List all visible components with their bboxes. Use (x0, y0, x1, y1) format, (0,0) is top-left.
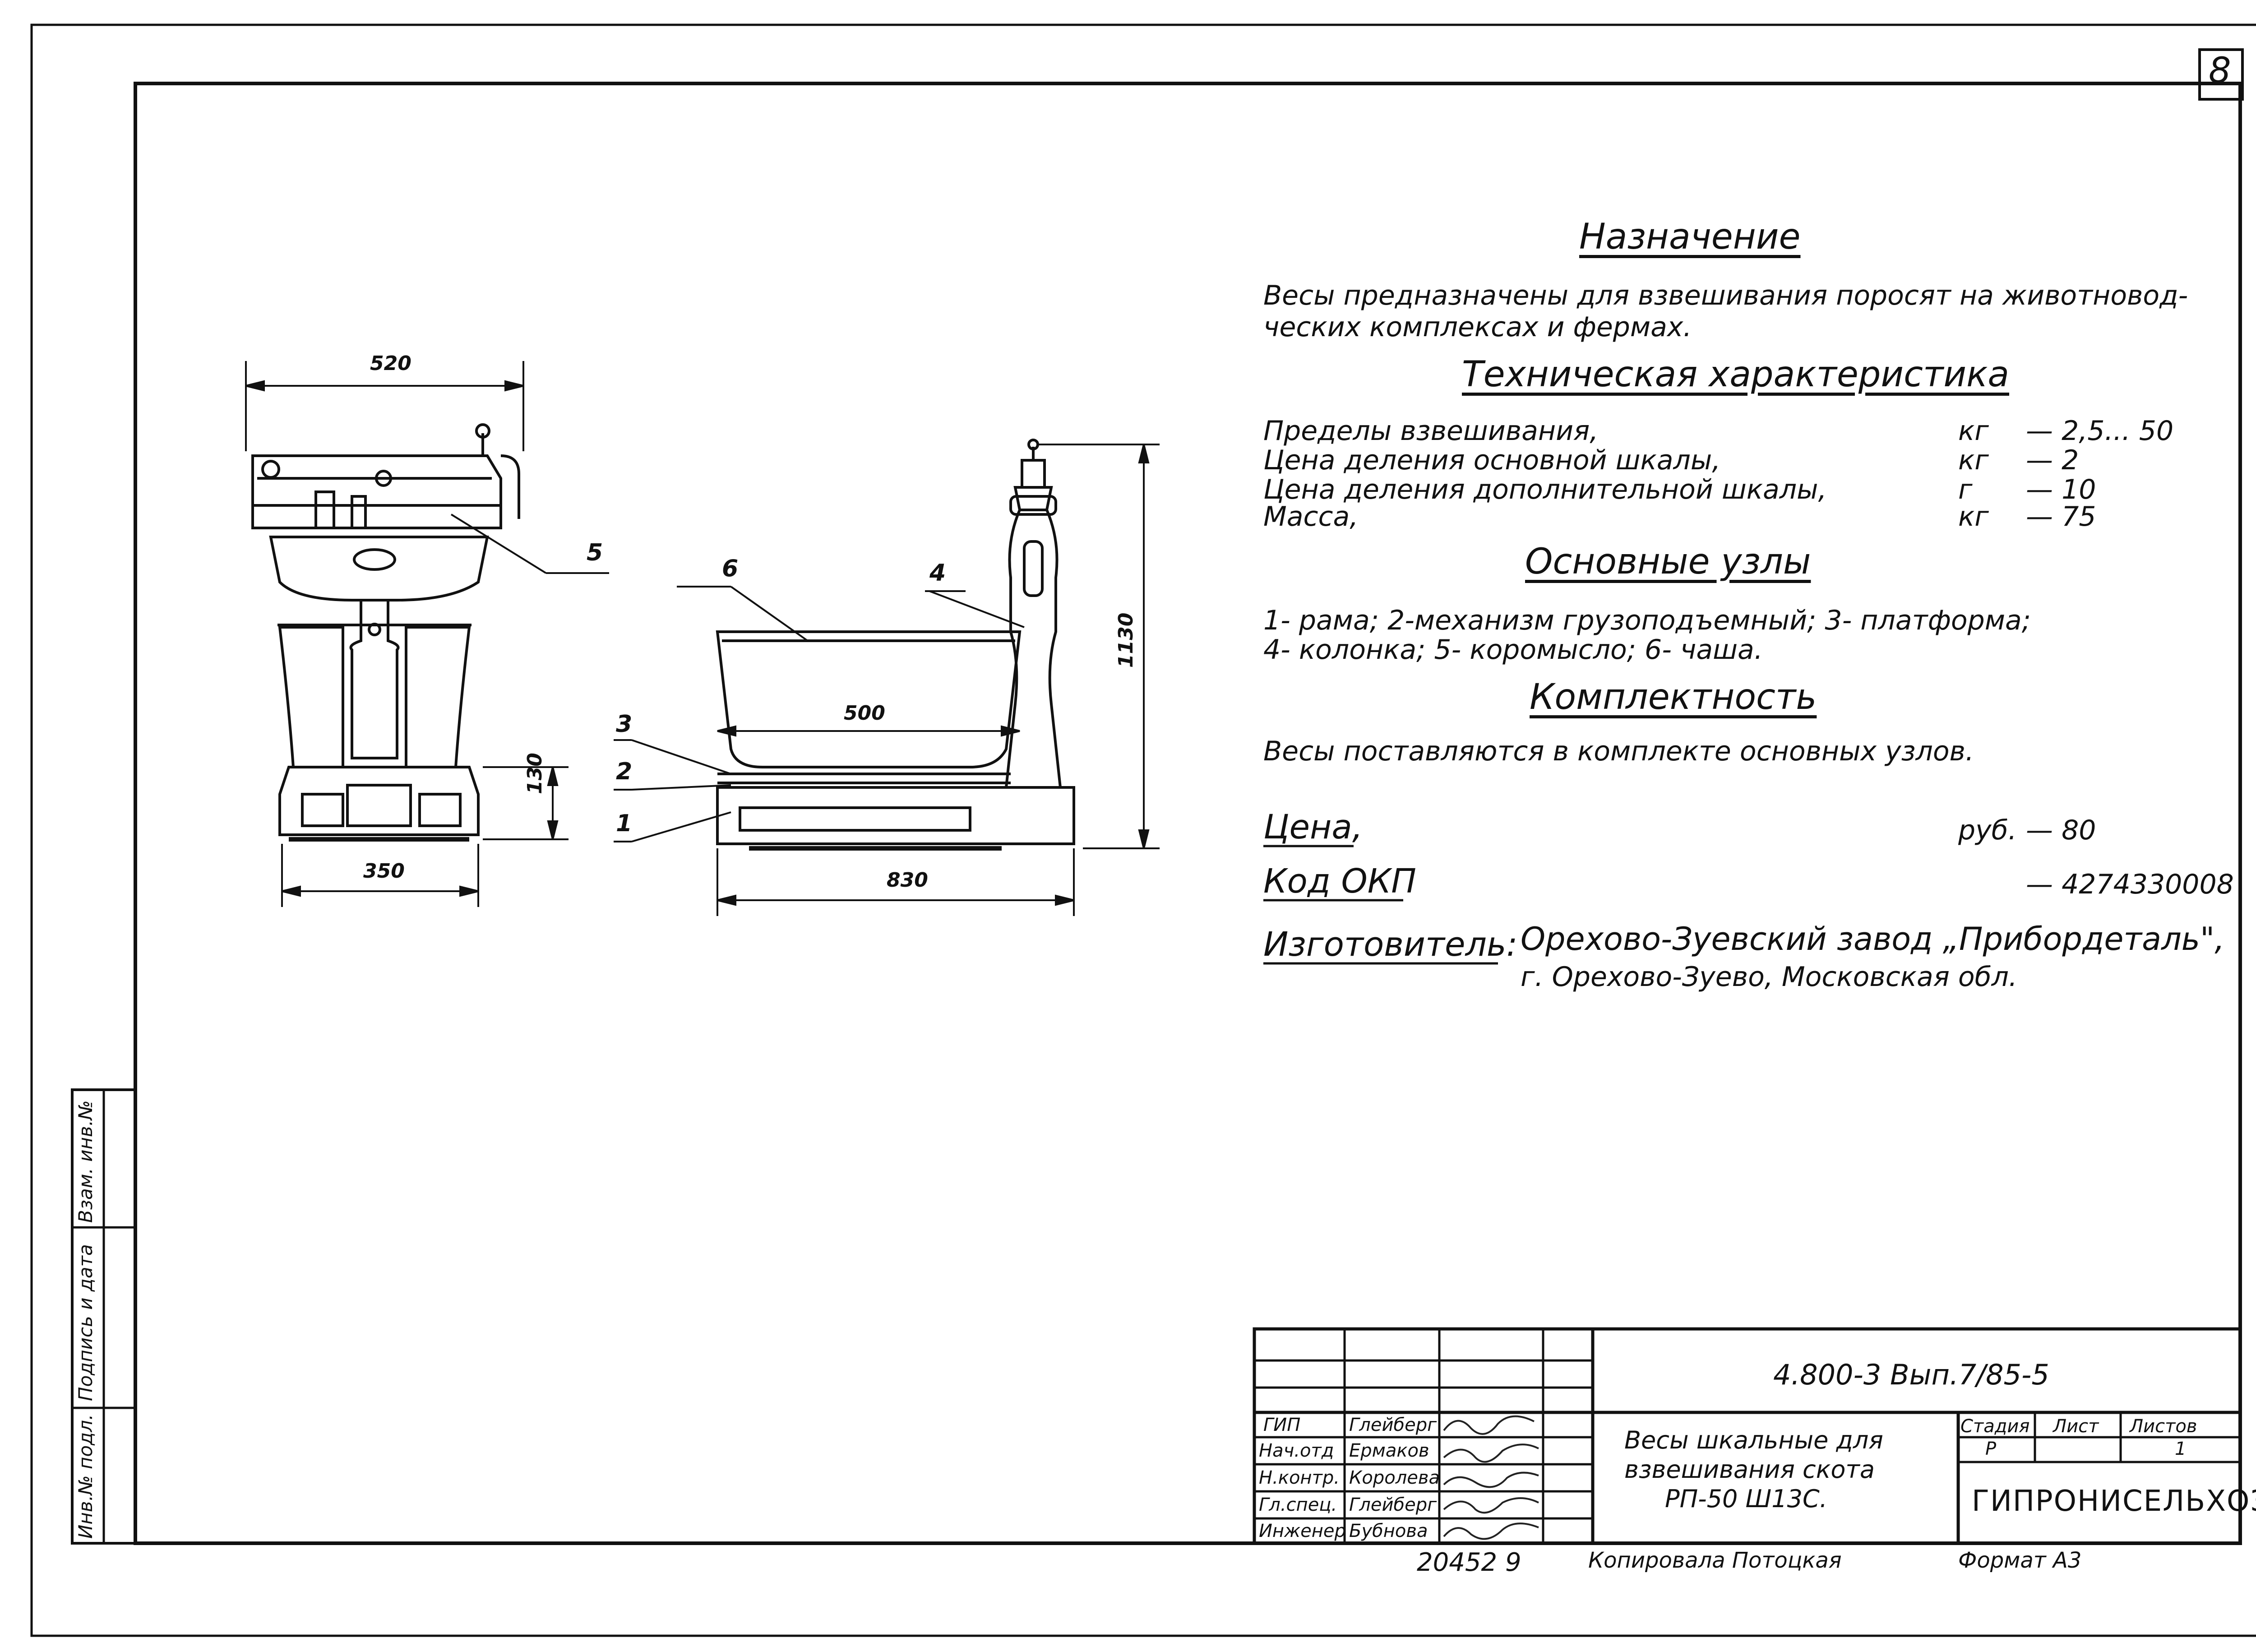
callout-3: 3 (616, 711, 633, 738)
side-stamp-sign-date: Подпись и дата (74, 1244, 97, 1401)
signature-marks (1443, 1415, 1539, 1540)
stage-label: Стадия (1960, 1416, 2030, 1437)
price-label: Цена, (1263, 808, 1363, 847)
dim-base-height: 130 (523, 753, 546, 794)
side-stamp-swap-inv: Взам. инв.№ (74, 1100, 97, 1223)
signer-role: ГИП (1263, 1415, 1301, 1435)
sheets-value: 1 (2175, 1439, 2187, 1459)
sheet-format: Формат А3 (1958, 1548, 2082, 1573)
purpose-line-2: ческих комплексах и фермах. (1263, 311, 1692, 343)
signer-role: Н.контр. (1259, 1467, 1340, 1488)
inner-border (134, 82, 2242, 1545)
outer-border (30, 23, 2256, 1637)
completeness-heading: Комплектность (1530, 677, 1817, 717)
callout-4: 4 (929, 560, 946, 587)
maker-line-1: Орехово-Зуевский завод „Прибордеталь", (1521, 921, 2225, 958)
front-view (251, 423, 609, 842)
spec-value: — 2 (2026, 444, 2079, 476)
dim-total-length: 830 (887, 869, 928, 892)
signer-role: Нач.отд (1259, 1440, 1334, 1461)
side-dimension-lines (717, 444, 1160, 916)
spec-label: Пределы взвешивания, (1263, 415, 1599, 447)
sheet-number: 8 (2209, 51, 2231, 91)
sheet-label: Лист (2053, 1416, 2099, 1437)
units-line-2: 4- колонка; 5- коромысло; 6- чаша. (1263, 634, 1763, 666)
title-block-grid (1253, 1327, 2242, 1545)
callout-6: 6 (722, 555, 739, 582)
signer-name: Ермаков (1349, 1440, 1429, 1461)
spec-unit: кг (1958, 415, 1989, 447)
okp-value: — 4274330008 (2026, 869, 2234, 900)
sheet-number-box (2198, 48, 2244, 101)
title-line-1: Весы шкальные для (1624, 1426, 1883, 1454)
sheets-label: Листов (2130, 1416, 2197, 1437)
signer-name: Королева (1349, 1467, 1440, 1488)
spec-value: — 2,5... 50 (2026, 415, 2174, 447)
specs-heading: Техническая характеристика (1462, 354, 2009, 395)
callout-2: 2 (616, 758, 633, 785)
copied-by: Копировала Потоцкая (1588, 1548, 1842, 1573)
drawing-code: 4.800-3 Вып.7/85-5 (1773, 1358, 2049, 1391)
organization-name: ГИПРОНИСЕЛЬХОЗ (1972, 1485, 2256, 1518)
maker-line-2: г. Орехово-Зуево, Московская обл. (1521, 961, 2018, 993)
signer-name: Бубнова (1349, 1521, 1428, 1541)
signer-role: Гл.спец. (1259, 1495, 1337, 1515)
side-stamp-inv-no: Инв.№ подл. (74, 1414, 97, 1539)
okp-label: Код ОКП (1263, 862, 1416, 901)
maker-label: Изготовитель: (1263, 925, 1518, 964)
spec-unit: кг (1958, 444, 1989, 476)
signer-role: Инженер (1259, 1521, 1346, 1541)
front-dimension-lines (245, 361, 569, 907)
dim-total-height: 1130 (1114, 612, 1137, 668)
completeness-text: Весы поставляются в комплекте основных у… (1263, 736, 1974, 767)
spec-unit: кг (1958, 501, 1989, 532)
spec-unit: г (1958, 474, 1973, 505)
price-unit: руб. (1958, 814, 2017, 846)
signer-name: Глейберг (1349, 1495, 1437, 1515)
title-line-2: взвешивания скота (1624, 1455, 1875, 1484)
callout-1: 1 (616, 810, 633, 837)
dim-bowl-width: 500 (844, 702, 885, 725)
side-view (614, 439, 1075, 851)
purpose-heading: Назначение (1579, 217, 1801, 257)
stage-value: Р (1985, 1439, 1997, 1459)
dim-base-width: 350 (363, 860, 405, 883)
spec-label: Масса, (1263, 501, 1359, 532)
spec-label: Цена деления дополнительной шкалы, (1263, 474, 1827, 505)
purpose-line-1: Весы предназначены для взвешивания порос… (1263, 280, 2188, 311)
spec-label: Цена деления основной шкалы, (1263, 444, 1721, 476)
dim-top-width: 520 (370, 352, 411, 375)
spec-value: — 10 (2026, 474, 2096, 505)
signer-name: Глейберг (1349, 1415, 1437, 1435)
inventory-number: 20452 9 (1417, 1548, 1521, 1577)
units-heading: Основные узлы (1525, 541, 1811, 582)
callout-5: 5 (587, 539, 603, 566)
price-value: — 80 (2026, 814, 2096, 846)
spec-value: — 75 (2026, 501, 2096, 532)
units-line-1: 1- рама; 2-механизм грузоподъемный; 3- п… (1263, 605, 2031, 636)
title-line-3: РП-50 Ш13С. (1665, 1485, 1827, 1513)
